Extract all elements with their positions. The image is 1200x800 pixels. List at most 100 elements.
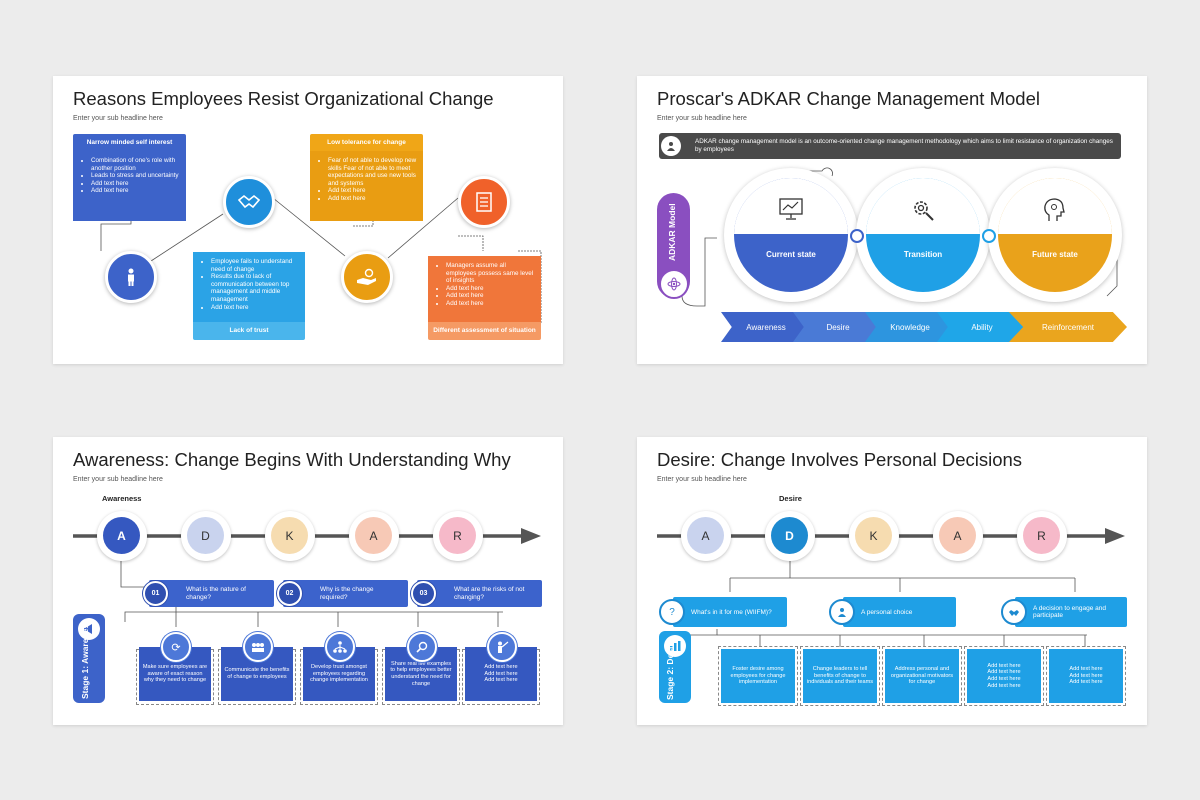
- future-state-circle: [998, 178, 1112, 292]
- user-icon: [661, 136, 681, 156]
- slide-title: Reasons Employees Resist Organizational …: [73, 88, 494, 109]
- option-text: A personal choice: [861, 608, 913, 616]
- box3-header: Low tolerance for change: [310, 134, 423, 151]
- question-pill: 02 Why is the change required?: [277, 580, 408, 607]
- card-border: [964, 646, 1044, 706]
- handshake-icon: [223, 176, 275, 228]
- box2-body: Employee fails to understand need of cha…: [193, 252, 305, 322]
- letter-k: K: [271, 517, 308, 554]
- action-card: Foster desire among employees for change…: [721, 649, 795, 703]
- slide-subtitle: Enter your sub headline here: [73, 476, 163, 483]
- monitor-chart-icon: [779, 198, 803, 225]
- refresh-icon: ⟳: [161, 632, 191, 662]
- team-icon: [243, 632, 273, 662]
- box1-header: Narrow minded self interest: [73, 134, 186, 151]
- future-state-label: Future state: [1032, 250, 1078, 259]
- active-stage-label: Desire: [779, 494, 802, 503]
- slide-subtitle: Enter your sub headline here: [657, 476, 747, 483]
- option-box: A personal choice: [829, 597, 956, 627]
- letter-d-active: D: [771, 517, 808, 554]
- slide-adkar-model: Proscar's ADKAR Change Management Model …: [637, 76, 1147, 364]
- box3-body: Fear of not able to develop new skills F…: [310, 151, 423, 221]
- list-item: Combination of one's role with another p…: [91, 157, 180, 172]
- letter-a-active: A: [103, 517, 140, 554]
- person-icon: [105, 251, 157, 303]
- option-box: A decision to engage and participate: [1001, 597, 1127, 627]
- question-number: 02: [277, 581, 302, 606]
- letter-a: A: [687, 517, 724, 554]
- question-text: Why is the change required?: [320, 586, 374, 601]
- list-item: Add text here: [446, 292, 535, 300]
- slide-subtitle: Enter your sub headline here: [73, 115, 163, 122]
- step-ability: Ability: [937, 312, 1027, 342]
- action-card: Add text here Add text here Add text her…: [1049, 649, 1123, 703]
- list-item: Add text here: [211, 304, 299, 312]
- connector-lines: [100, 197, 542, 324]
- letter-d: D: [187, 517, 224, 554]
- question-pill: 03 What are the risks of not changing?: [411, 580, 542, 607]
- slide-title: Desire: Change Involves Personal Decisio…: [657, 449, 1023, 470]
- adkar-model-label: ADKAR Model: [667, 203, 677, 261]
- slide-subtitle: Enter your sub headline here: [657, 115, 747, 122]
- hand-coin-icon: [341, 251, 393, 303]
- box2-footer: Lack of trust: [193, 322, 305, 340]
- checklist-icon: [458, 176, 510, 228]
- list-item: Leads to stress and uncertainty: [91, 172, 180, 180]
- card-border: [1046, 646, 1126, 706]
- chart-icon: [664, 635, 686, 657]
- slide-desire: Desire: Change Involves Personal Decisio…: [637, 437, 1147, 725]
- option-text: A decision to engage and participate: [1033, 604, 1107, 620]
- gear-search-icon: [911, 198, 935, 227]
- question-text: What is the nature of change?: [186, 586, 246, 601]
- current-state-circle: [734, 178, 848, 292]
- transition-label: Transition: [903, 250, 943, 259]
- handshake-icon: [1001, 599, 1027, 625]
- slide-title: Awareness: Change Begins With Understand…: [73, 449, 511, 470]
- stage-label: Stage 2: Desire: [665, 638, 675, 700]
- card-border: [882, 646, 962, 706]
- active-stage-label: Awareness: [102, 494, 142, 503]
- question-mark-icon: ?: [659, 599, 685, 625]
- box4-body: Managers assume all employees possess sa…: [428, 256, 541, 322]
- card-border: [800, 646, 880, 706]
- letter-r: R: [439, 517, 476, 554]
- list-item: Employee fails to understand need of cha…: [211, 258, 299, 273]
- connector-dot: [850, 229, 864, 243]
- question-number: 03: [411, 581, 436, 606]
- step-knowledge: Knowledge: [865, 312, 955, 342]
- atom-icon: [659, 269, 689, 299]
- letter-a: A: [939, 517, 976, 554]
- megaphone-icon: [78, 618, 100, 640]
- current-state-label: Current state: [766, 250, 816, 259]
- slide-title: Proscar's ADKAR Change Management Model: [657, 88, 1040, 109]
- card-border: [718, 646, 798, 706]
- step-reinforcement: Reinforcement: [1009, 312, 1127, 342]
- connector-dot: [982, 229, 996, 243]
- letter-r: R: [1023, 517, 1060, 554]
- box1-body: Combination of one's role with another p…: [73, 151, 186, 221]
- network-icon: [325, 632, 355, 662]
- magnifier-icon: [407, 632, 437, 662]
- description-banner: ADKAR change management model is an outc…: [659, 133, 1121, 159]
- slide-resist-change: Reasons Employees Resist Organizational …: [53, 76, 563, 364]
- step-desire: Desire: [793, 312, 883, 342]
- question-number: 01: [143, 581, 168, 606]
- list-item: Add text here: [446, 300, 535, 308]
- list-item: Add text here: [91, 187, 180, 195]
- stage-label: Stage 1: Awareness: [80, 619, 90, 699]
- list-item: Results due to lack of communication bet…: [211, 273, 299, 303]
- slide-awareness: Awareness: Change Begins With Understand…: [53, 437, 563, 725]
- list-item: Add text here: [328, 187, 417, 195]
- step-awareness: Awareness: [721, 312, 811, 342]
- list-item: Add text here: [446, 285, 535, 293]
- action-card: Add text here Add text here Add text her…: [967, 649, 1041, 703]
- action-card: Change leaders to tell benefits of chang…: [803, 649, 877, 703]
- list-item: Managers assume all employees possess sa…: [446, 262, 535, 285]
- presenter-icon: [487, 632, 517, 662]
- box4-footer: Different assessment of situation: [428, 322, 541, 340]
- user-icon: [829, 599, 855, 625]
- action-card: Address personal and organizational moti…: [885, 649, 959, 703]
- letter-k: K: [855, 517, 892, 554]
- transition-circle: [866, 178, 980, 292]
- letter-a: A: [355, 517, 392, 554]
